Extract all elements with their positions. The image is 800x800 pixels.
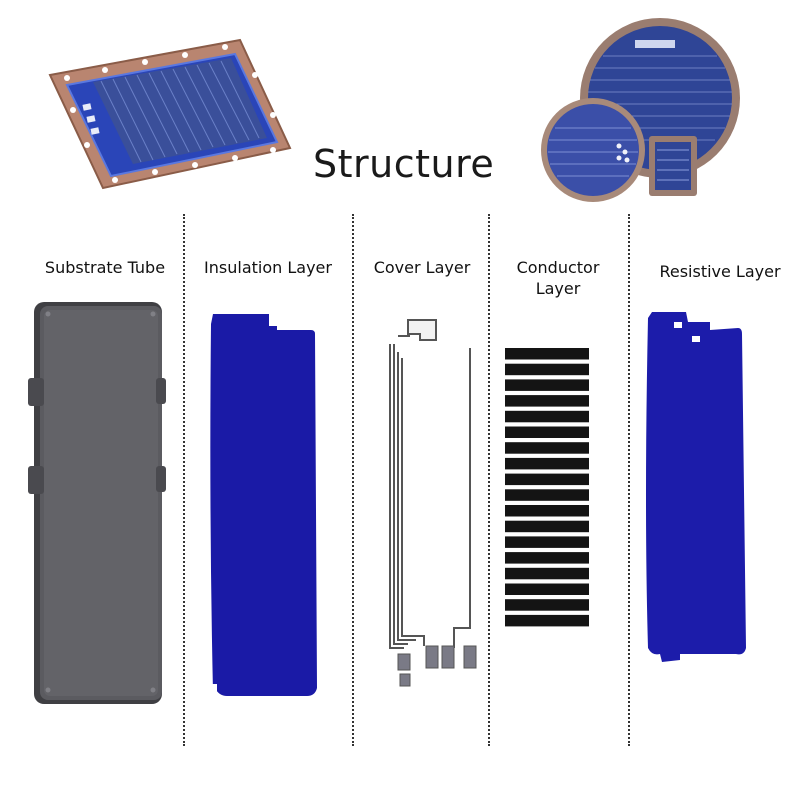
layer-label-resistive-layer: Resistive Layer [659,262,781,281]
conductor-strip [505,552,589,564]
insulation-layer-shape [210,314,317,696]
conductor-strip [505,489,589,501]
resistive-layer-illustration [646,312,746,662]
conductor-strip [505,348,589,360]
conductor-strip [505,410,589,423]
layer-label-insulation-layer: Insulation Layer [204,258,332,277]
conductor-strip [505,614,589,627]
conductor-strip [505,520,589,533]
insulation-layer-illustration [210,314,317,702]
cover-layer-illustration [389,319,477,687]
conductor-strip [505,395,589,407]
divider [488,214,490,746]
round-heater-plates-image [541,18,740,202]
divider [352,214,354,746]
conductor-strip [505,426,589,438]
layer-label-conductor-layer: Conductor Layer [516,258,600,298]
rectangular-heater-plate-image [48,38,292,190]
conductor-strip [505,505,589,517]
conductor-strip [505,379,589,391]
conductor-strip [505,583,589,595]
divider [183,214,185,746]
conductor-layer-illustration [505,348,589,627]
conductor-strip [505,363,589,376]
page-title: Structure [313,142,495,186]
substrate-tube-illustration [28,302,166,704]
divider [628,214,630,746]
conductor-strip [505,457,589,470]
conductor-strip [505,567,589,580]
conductor-strip [505,473,589,486]
layer-label-cover-layer: Cover Layer [373,258,471,277]
conductor-strip [505,599,589,611]
conductor-strip [505,536,589,548]
layer-label-substrate-tube: Substrate Tube [44,258,166,277]
conductor-strip [505,442,589,454]
